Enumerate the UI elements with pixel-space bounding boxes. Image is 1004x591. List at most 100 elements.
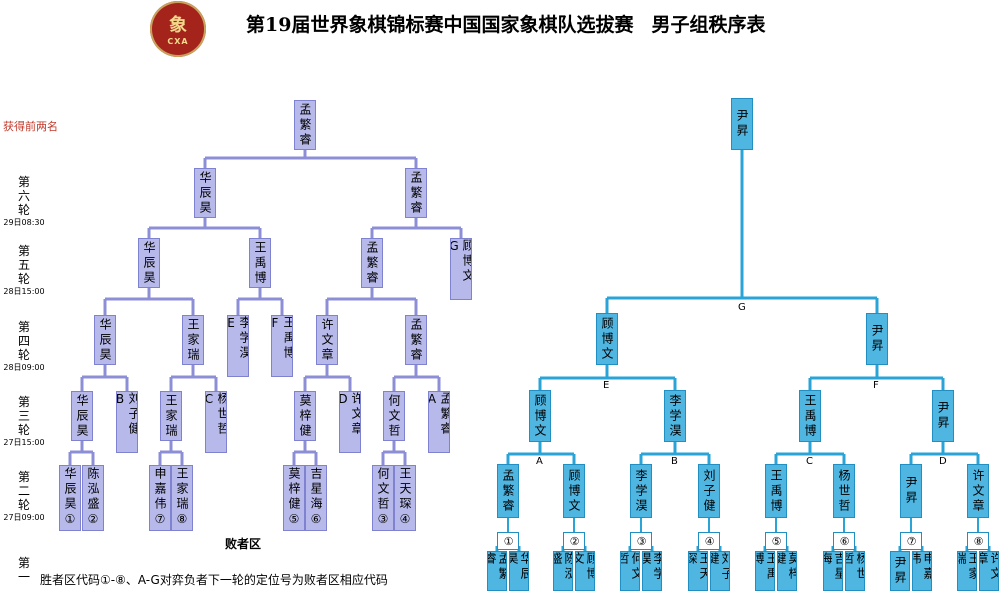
winner-bracket-seed-code[interactable]: ⑤ (765, 532, 787, 550)
loser-bracket-player[interactable]: 吉星海⑥ (305, 465, 327, 531)
round-label-char: 一 (17, 570, 30, 584)
winner-bracket-player[interactable]: 华辰昊 (509, 551, 529, 591)
winner-bracket-player[interactable]: 尹昇 (731, 98, 753, 150)
winner-bracket-player[interactable]: 孟繁睿 (487, 551, 507, 591)
round-label-char: 第 (17, 244, 30, 258)
loser-bracket-player[interactable]: 李学淏E (227, 315, 249, 377)
winner-marker: F (873, 380, 879, 391)
winner-bracket-player[interactable]: 刘子健 (710, 551, 730, 591)
loser-bracket-label: 败者区 (225, 537, 262, 551)
loser-bracket-player[interactable]: 申嘉伟⑦ (149, 465, 171, 531)
loser-bracket-player[interactable]: 孟繁睿 (294, 100, 316, 150)
loser-bracket-player[interactable]: 王家瑞⑧ (171, 465, 193, 531)
winner-bracket-player[interactable]: 尹昇 (900, 464, 922, 518)
winner-bracket-player[interactable]: 顾博文 (575, 551, 595, 591)
loser-bracket-player[interactable]: 许文章D (339, 391, 361, 453)
bracket-caption: 胜者区代码①-⑧、A-G对弈负者下一轮的定位号为败者区相应代码 (40, 573, 388, 587)
loser-bracket-player[interactable]: 莫梓健⑤ (283, 465, 305, 531)
winner-bracket-player[interactable]: 许文章 (979, 551, 999, 591)
winner-bracket-player[interactable]: 吉星海 (823, 551, 843, 591)
winner-bracket-player[interactable]: 李学淏 (642, 551, 662, 591)
winner-bracket-seed-code[interactable]: ③ (630, 532, 652, 550)
winner-bracket-seed-code[interactable]: ② (563, 532, 585, 550)
loser-bracket-player[interactable]: 陈泓盛② (82, 465, 104, 531)
round-time: 27日15:00 (3, 438, 45, 447)
winner-bracket-player[interactable]: 顾博文 (529, 390, 551, 442)
round-label-char: 第 (17, 320, 30, 334)
round-label-char: 轮 (17, 498, 30, 512)
winner-bracket-player[interactable]: 王禹博 (755, 551, 775, 591)
winner-bracket-player[interactable]: 莫梓健 (777, 551, 797, 591)
loser-bracket-player[interactable]: 孟繁睿 (361, 238, 383, 288)
loser-bracket-player[interactable]: 王家瑞 (160, 391, 182, 441)
winner-bracket-seed-code[interactable]: ⑥ (833, 532, 855, 550)
winner-bracket-player[interactable]: 王禹博 (765, 464, 787, 518)
loser-bracket-player[interactable]: 孟繁睿 (405, 315, 427, 365)
loser-bracket-player[interactable]: 孟繁睿 (405, 168, 427, 218)
round-label-char: 第 (17, 395, 30, 409)
winner-bracket-seed-code[interactable]: ⑧ (967, 532, 989, 550)
logo-abbr: CXA (167, 37, 189, 46)
round-label-char: 五 (17, 258, 30, 272)
round-label-char: 三 (17, 409, 30, 423)
winner-marker: A (536, 456, 543, 467)
page-title-main: 第19届世界象棋锦标赛中国国家象棋队选拔赛 (246, 14, 634, 36)
loser-bracket-player[interactable]: 杨世哲C (205, 391, 227, 453)
winner-bracket-player[interactable]: 杨世哲 (833, 464, 855, 518)
winner-bracket-seed-code[interactable]: ④ (698, 532, 720, 550)
loser-bracket-player[interactable]: 华辰昊 (138, 238, 160, 288)
winner-bracket-player[interactable]: 尹昇 (866, 313, 888, 365)
loser-bracket-player[interactable]: 华辰昊 (94, 315, 116, 365)
winner-bracket-player[interactable]: 顾博文 (596, 313, 618, 365)
round-label-char: 六 (17, 189, 30, 203)
loser-bracket-player[interactable]: 孟繁睿A (428, 391, 450, 453)
loser-bracket-player[interactable]: 王禹博 (249, 238, 271, 288)
page-title: 第19届世界象棋锦标赛中国国家象棋队选拔赛男子组秩序表 (246, 10, 765, 37)
loser-bracket-player[interactable]: 华辰昊 (71, 391, 93, 441)
winner-bracket-seed-code[interactable]: ① (497, 532, 519, 550)
round-label-char: 轮 (17, 423, 30, 437)
round-label-char: 第 (17, 556, 30, 570)
round-label-char: 轮 (17, 203, 30, 217)
winner-bracket-player[interactable]: 王天琛 (688, 551, 708, 591)
winner-bracket-player[interactable]: 顾博文 (563, 464, 585, 518)
winner-bracket-player[interactable]: 李学淏 (664, 390, 686, 442)
round-label-char: 第 (17, 470, 30, 484)
loser-bracket-player[interactable]: 莫梓健 (294, 391, 316, 441)
winner-marker: D (939, 456, 947, 467)
winner-marker: G (738, 302, 746, 313)
top-two-note: 获得前两名 (3, 120, 58, 133)
round-label-char: 二 (17, 484, 30, 498)
winner-bracket-player[interactable]: 何文哲 (620, 551, 640, 591)
round-time: 28日09:00 (3, 363, 45, 372)
round-label-6: 第一 (4, 556, 44, 584)
winner-bracket-player[interactable]: 王家瑞 (957, 551, 977, 591)
loser-bracket-player[interactable]: 王禹博F (271, 315, 293, 377)
loser-bracket-player[interactable]: 华辰昊 (194, 168, 216, 218)
winner-bracket-player[interactable]: 王禹博 (799, 390, 821, 442)
winner-bracket-player[interactable]: 孟繁睿 (497, 464, 519, 518)
winner-bracket-player[interactable]: 刘子健 (698, 464, 720, 518)
winner-bracket-player[interactable]: 尹昇 (932, 390, 954, 442)
winner-bracket-seed-code[interactable]: ⑦ (900, 532, 922, 550)
loser-bracket-player[interactable]: 顾博文G (450, 238, 472, 300)
winner-bracket-player[interactable]: 李学淏 (630, 464, 652, 518)
loser-bracket-player[interactable]: 许文章 (316, 315, 338, 365)
loser-bracket-player[interactable]: 何文哲③ (372, 465, 394, 531)
winner-bracket-player[interactable]: 陈泓盛 (553, 551, 573, 591)
loser-bracket-player[interactable]: 王家瑞 (182, 315, 204, 365)
loser-bracket-player[interactable]: 刘子健B (116, 391, 138, 453)
winner-bracket-player[interactable]: 尹昇 (890, 551, 910, 591)
winner-bracket-player[interactable]: 杨世哲 (845, 551, 865, 591)
loser-bracket-player[interactable]: 华辰昊① (59, 465, 81, 531)
winner-bracket-player[interactable]: 申嘉伟 (912, 551, 932, 591)
loser-bracket-player[interactable]: 王天琛④ (394, 465, 416, 531)
loser-bracket-player[interactable]: 何文哲 (383, 391, 405, 441)
winner-bracket-player[interactable]: 许文章 (967, 464, 989, 518)
